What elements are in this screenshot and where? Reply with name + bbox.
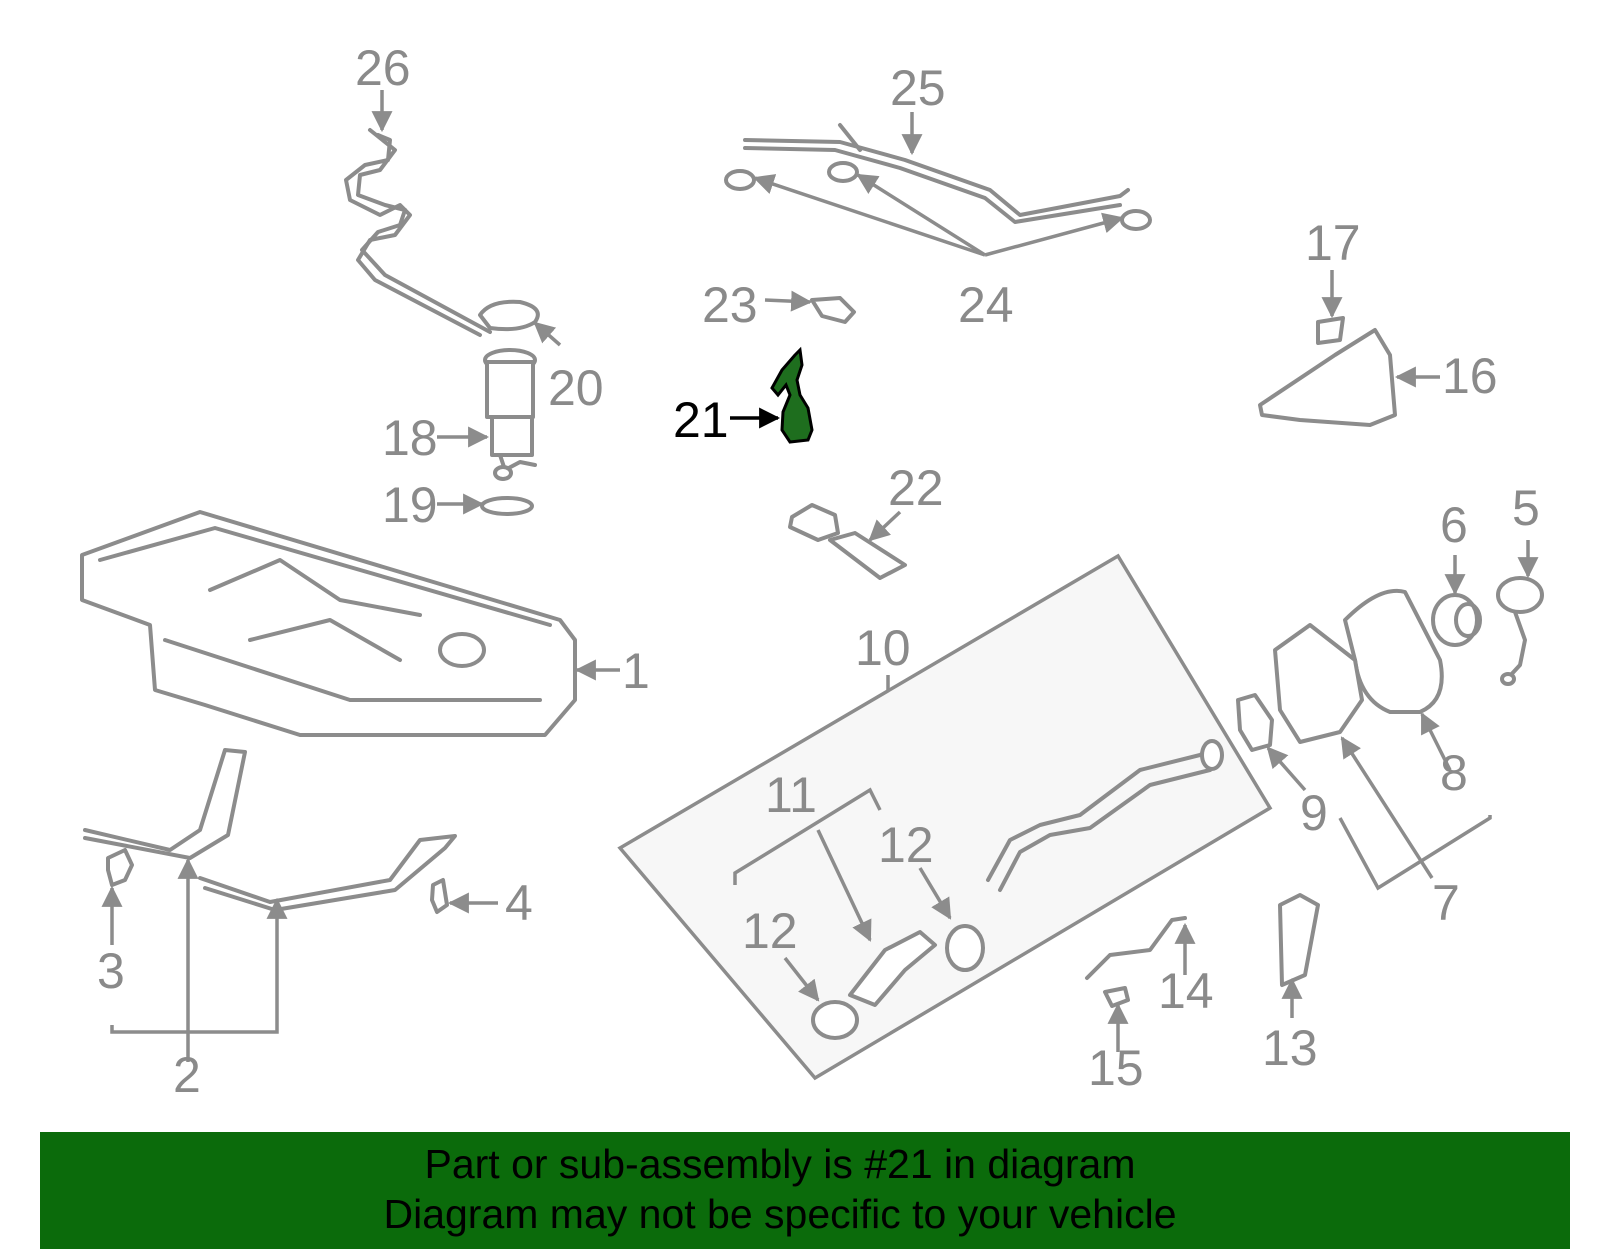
- callout-26: 26: [355, 40, 411, 96]
- clip-23: [810, 296, 856, 324]
- callout-12-lower: 12: [742, 903, 798, 959]
- bracket-22: [788, 503, 907, 580]
- callout-5: 5: [1512, 480, 1540, 536]
- filler-pipe-10: [986, 739, 1224, 892]
- door-housing-7: [1273, 623, 1364, 744]
- leader-lines: [101, 90, 1539, 1062]
- filler-pipe-kit-box: [617, 553, 1273, 1081]
- grommet-24a: [724, 169, 756, 191]
- tank-strap-2a: [83, 748, 247, 860]
- callout-16: 16: [1442, 348, 1498, 404]
- callout-6: 6: [1440, 497, 1468, 553]
- grommet-24c: [1120, 209, 1152, 231]
- callout-17: 17: [1305, 215, 1361, 271]
- callout-18: 18: [382, 410, 438, 466]
- callout-3: 3: [97, 943, 125, 999]
- vapor-pipe-25: [743, 138, 1130, 217]
- callout-20: 20: [548, 360, 604, 416]
- gasket-9: [1236, 693, 1274, 752]
- heat-shield-16: [1258, 328, 1397, 427]
- vapor-pipe-25-branch: [838, 123, 862, 152]
- fuel-pump-module-18: [483, 348, 537, 481]
- callout-22: 22: [888, 460, 944, 516]
- callout-21: 21: [673, 392, 729, 448]
- screw-15: [1103, 986, 1130, 1008]
- grommet-24b: [827, 161, 859, 183]
- o-ring-19: [480, 496, 534, 516]
- hose-11: [848, 930, 937, 1007]
- callout-2: 2: [173, 1047, 201, 1103]
- callout-12-upper: 12: [878, 817, 934, 873]
- callout-14: 14: [1158, 963, 1214, 1019]
- callout-25: 25: [890, 60, 946, 116]
- banner-line-1: Part or sub-assembly is #21 in diagram: [424, 1141, 1136, 1187]
- callout-7: 7: [1432, 875, 1460, 931]
- fuel-tank-1: [80, 510, 577, 737]
- callout-24: 24: [958, 277, 1014, 333]
- callout-9: 9: [1300, 785, 1328, 841]
- banner-line-2: Diagram may not be specific to your vehi…: [383, 1191, 1177, 1237]
- vapor-pipe-25-inner: [743, 146, 1122, 224]
- callout-23: 23: [702, 277, 758, 333]
- pad-17: [1316, 316, 1345, 345]
- fuel-cap-5: [1496, 576, 1544, 686]
- tank-strap-2b: [198, 834, 457, 912]
- callout-19: 19: [382, 477, 438, 533]
- callout-8: 8: [1440, 745, 1468, 801]
- callout-11: 11: [765, 767, 817, 823]
- callout-15: 15: [1088, 1040, 1144, 1096]
- callout-4: 4: [505, 875, 533, 931]
- fuel-door-8: [1343, 588, 1444, 714]
- tube-14: [1085, 916, 1187, 980]
- info-banner: Part or sub-assembly is #21 in diagram D…: [40, 1132, 1570, 1249]
- pump-seal-20: [478, 299, 540, 332]
- callout-1: 1: [622, 643, 650, 699]
- fuel-line-26: [344, 128, 492, 337]
- clamp-12b: [811, 1000, 859, 1040]
- ring-6: [1431, 593, 1482, 647]
- stud-4: [430, 878, 449, 914]
- bolt-3: [106, 848, 134, 887]
- callout-10: 10: [855, 620, 911, 676]
- clamp-12a: [945, 924, 985, 972]
- part-21-highlighted: [770, 346, 814, 444]
- splash-shield-13: [1278, 893, 1320, 987]
- callout-13: 13: [1262, 1020, 1318, 1076]
